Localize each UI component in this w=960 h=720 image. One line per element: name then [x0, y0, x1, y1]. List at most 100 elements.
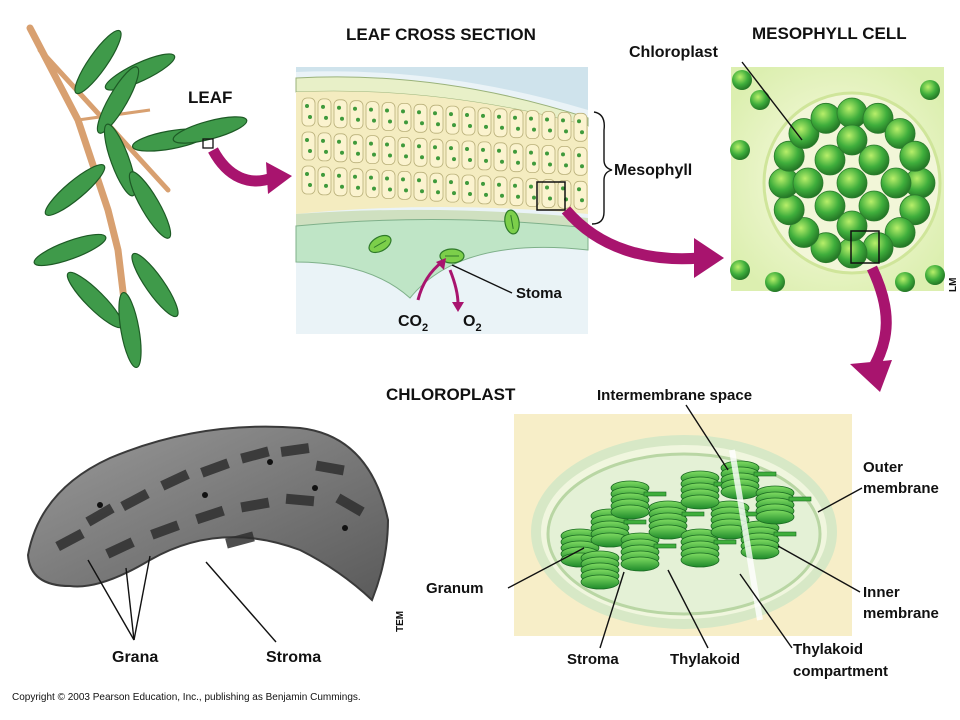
arrow-leaf-to-section — [208, 147, 274, 187]
palisade-cell — [509, 109, 524, 139]
chloroplast-dot — [420, 121, 424, 126]
chloroplast-dot — [404, 188, 408, 193]
palisade-cell — [381, 102, 396, 131]
tem-stroma-leader — [205, 561, 277, 643]
chloroplast-dot — [353, 140, 357, 145]
chloroplast-dot — [545, 117, 549, 122]
chloroplast-dot — [305, 104, 309, 108]
chloroplast-dot — [500, 159, 504, 164]
chloroplast-dot — [500, 193, 504, 198]
chloroplast-dot — [369, 175, 373, 180]
cell-chloroplast — [858, 190, 890, 222]
palisade-cell — [317, 132, 332, 162]
mesophyll-cell-title: MESOPHYLL CELL — [752, 24, 907, 43]
palisade-cell — [461, 106, 476, 136]
chloroplast-dot — [561, 152, 565, 157]
palisade-cell — [429, 138, 444, 168]
grana-label: Grana — [112, 649, 158, 666]
chloroplast-dot — [436, 190, 440, 195]
arrowhead — [694, 238, 724, 278]
palisade-cell — [461, 174, 476, 204]
chloroplast-dot — [561, 186, 565, 191]
thylakoid-disk — [620, 556, 660, 572]
palisade-cell — [557, 145, 572, 175]
chloroplast-title: CHLOROPLAST — [386, 385, 516, 404]
copyright-notice: Copyright © 2003 Pearson Education, Inc.… — [12, 692, 361, 703]
cell-chloroplast — [773, 140, 805, 172]
arrowhead — [436, 258, 446, 270]
lm-scale-tag: LM — [948, 278, 959, 292]
palisade-cell — [445, 105, 460, 135]
intermembrane-space-label: Intermembrane space — [597, 387, 752, 404]
chloroplast-dot — [548, 162, 552, 167]
palisade-cell — [365, 101, 380, 130]
cell-chloroplast — [880, 167, 912, 199]
stomatal-pore — [373, 240, 387, 248]
palisade-cell — [365, 169, 380, 199]
chloroplast-dot — [564, 129, 568, 134]
chloroplast-dot — [308, 115, 312, 119]
stroma-leader — [599, 571, 625, 649]
outer-membrane-label-line1: Outer — [863, 459, 903, 476]
chloroplast-dot — [545, 151, 549, 156]
palisade-cell — [429, 104, 444, 134]
chloroplast-dot — [545, 185, 549, 190]
palisade-cell — [477, 107, 492, 137]
chloroplast-dot — [308, 149, 312, 153]
arrowhead — [452, 302, 464, 312]
tem-granum-stack — [195, 505, 225, 525]
chloroplast-dot — [436, 156, 440, 161]
palisade-cell — [397, 136, 412, 166]
chloroplast-dot — [305, 172, 309, 176]
chloroplast-dot — [500, 125, 504, 130]
palisade-cell — [317, 98, 332, 128]
outer-membrane-label-line2: membrane — [863, 480, 939, 497]
grana-leader — [87, 559, 135, 641]
chloroplast-dot — [452, 157, 456, 162]
stoma-label: Stoma — [516, 285, 563, 302]
palisade-cell — [397, 103, 412, 132]
cutaway-edge — [729, 449, 763, 621]
chloroplast-dot — [385, 176, 389, 181]
mesophyll-label: Mesophyll — [614, 162, 692, 179]
leaf-branch-illustration — [26, 24, 248, 369]
palisade-cell — [493, 108, 508, 138]
chloroplast-dot — [340, 150, 344, 155]
leaf-blade — [44, 164, 106, 216]
tem-granum-stack — [315, 460, 345, 476]
chloroplast-dot — [577, 119, 581, 124]
cell-chloroplast — [899, 140, 931, 172]
palisade-cell — [381, 136, 396, 165]
chloroplast-dot — [465, 181, 469, 185]
chloroplast-dot — [388, 119, 392, 124]
chloroplast-dot — [372, 186, 376, 191]
neighbor-chloroplast — [732, 70, 752, 90]
palisade-cell — [349, 134, 364, 164]
palisade-cell — [413, 171, 428, 201]
chloroplast-dot — [385, 108, 389, 113]
chloroplast-dot — [324, 149, 328, 154]
chloroplast-dot — [468, 124, 472, 128]
tem-granum-stack — [335, 493, 365, 517]
tem-plastoglobule — [312, 485, 318, 491]
thylakoid-disk — [680, 552, 720, 568]
o2-arrow — [448, 269, 460, 305]
chloroplast-dot — [433, 111, 437, 116]
cell-chloroplast — [884, 118, 916, 149]
grana-leader — [125, 567, 135, 641]
palisade-cell — [333, 133, 348, 163]
arrow-section-to-cell — [561, 206, 701, 265]
leaf-blade — [131, 252, 179, 318]
chloroplast-dot — [564, 163, 568, 168]
leaf-blade — [96, 66, 140, 134]
chloroplast-dot — [337, 105, 341, 110]
chloroplast-dot — [337, 173, 341, 178]
tem-granum-stack — [55, 529, 85, 551]
granum-leader — [507, 547, 585, 589]
thylakoid-disk — [610, 504, 650, 520]
cell-chloroplast — [792, 167, 824, 199]
tem-plastoglobule — [202, 492, 208, 498]
granum-label: Granum — [426, 580, 484, 597]
thylakoid-disk — [580, 574, 620, 590]
inner-membrane-label-line1: Inner — [863, 584, 900, 601]
